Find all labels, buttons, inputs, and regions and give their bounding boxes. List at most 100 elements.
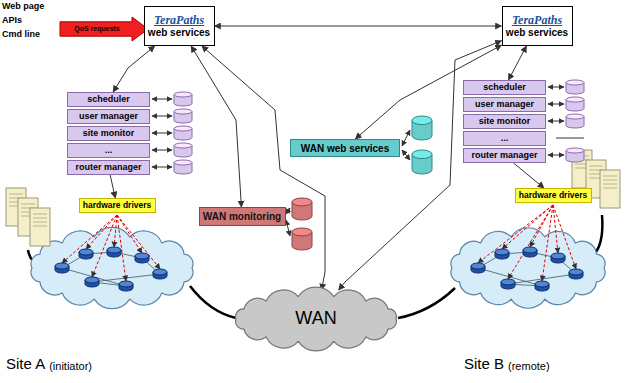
database-cylinder <box>292 198 312 220</box>
wan-cloud: WAN <box>228 290 404 348</box>
connector <box>514 163 544 188</box>
router-link <box>478 268 542 286</box>
module-box: router manager <box>463 148 546 163</box>
node-label: ... <box>105 146 113 156</box>
site-label: (remote) <box>508 360 550 372</box>
router-icon <box>107 247 121 257</box>
connector <box>191 46 241 207</box>
router-icon <box>85 277 99 287</box>
server-icon <box>30 208 50 246</box>
server-icon <box>600 170 620 208</box>
node-label: WAN monitoring <box>203 211 281 222</box>
module-box: scheduler <box>463 80 546 95</box>
node-label: web services <box>506 27 568 38</box>
database-cylinder <box>174 160 192 174</box>
router-link <box>62 268 126 286</box>
placeholder-dash <box>556 138 584 139</box>
node-label: web services <box>148 27 210 38</box>
connector <box>202 46 325 290</box>
module-box: router manager <box>67 160 150 175</box>
node-label: user manager <box>475 100 534 110</box>
link-arrow <box>152 150 172 151</box>
connector <box>113 46 155 92</box>
node-label: site monitor <box>83 129 135 139</box>
database-cylinder <box>412 116 432 140</box>
logo-text: TeraPaths <box>154 14 204 27</box>
database-cylinder <box>174 92 192 106</box>
link-arrow <box>548 121 564 122</box>
connector <box>215 26 502 27</box>
control-line <box>117 215 142 253</box>
database-cylinder <box>566 80 584 94</box>
node-label: user manager <box>79 112 138 122</box>
driver-box: hardware drivers <box>515 188 592 203</box>
database-cylinder <box>566 97 584 111</box>
module-box: user manager <box>67 109 150 124</box>
connector <box>508 46 526 80</box>
link-arrow <box>286 208 290 214</box>
link-arrow <box>402 150 410 160</box>
interface-label: APIs <box>2 16 22 26</box>
wan-link <box>190 286 236 318</box>
driver-box: hardware drivers <box>79 198 156 213</box>
request-arrow: QoS requests <box>60 17 148 41</box>
logo-text: TeraPaths <box>512 14 562 27</box>
site-cloud <box>31 227 193 308</box>
node-label: QoS requests <box>74 25 120 33</box>
module-box: ... <box>463 131 546 146</box>
node-label: scheduler <box>87 95 130 105</box>
site-link <box>596 215 602 252</box>
connector <box>110 175 115 198</box>
site-label: Site B <box>464 356 504 373</box>
router-icon <box>79 249 93 259</box>
database-cylinder <box>174 143 192 157</box>
site-label: (initiator) <box>49 360 92 372</box>
interface-label: Web page <box>2 2 44 12</box>
site-cloud <box>451 228 605 309</box>
database-cylinder <box>174 126 192 140</box>
node-label: router manager <box>471 151 537 161</box>
database-cylinder <box>174 109 192 123</box>
link-arrow <box>548 155 564 156</box>
connector <box>339 41 502 290</box>
router-icon <box>523 247 537 257</box>
link-arrow <box>286 220 290 236</box>
site-label: Site A <box>6 356 45 373</box>
module-box: site monitor <box>463 114 546 129</box>
link-arrow <box>152 116 172 117</box>
node-label: scheduler <box>483 83 526 93</box>
link-arrow <box>152 99 172 100</box>
node-label: router manager <box>75 163 141 173</box>
router-icon <box>135 253 149 263</box>
module-box: scheduler <box>67 92 150 107</box>
service-box: TeraPathsweb services <box>502 6 573 46</box>
arrow-body <box>60 17 148 41</box>
database-cylinder <box>566 114 584 128</box>
module-box: site monitor <box>67 126 150 141</box>
node-label: ... <box>501 134 509 144</box>
control-line <box>86 215 117 249</box>
node-label: WAN web services <box>301 143 389 154</box>
router-icon <box>501 279 515 289</box>
link-arrow <box>548 87 564 88</box>
router-icon <box>153 269 167 279</box>
node-label: hardware drivers <box>519 191 588 200</box>
monitor-box: WAN monitoring <box>199 207 286 226</box>
router-icon <box>535 281 549 291</box>
cloud-body <box>236 287 397 351</box>
link-arrow <box>152 133 172 134</box>
module-box: ... <box>67 143 150 158</box>
router-icon <box>55 263 69 273</box>
control-line <box>478 205 553 263</box>
database-cylinder <box>566 148 584 162</box>
link-arrow <box>152 167 172 168</box>
router-icon <box>495 249 509 259</box>
module-box: user manager <box>463 97 546 112</box>
wan-link <box>398 288 455 318</box>
control-line <box>92 215 117 277</box>
control-line <box>542 205 553 281</box>
database-cylinder <box>412 150 432 174</box>
service-box: TeraPathsweb services <box>144 6 215 46</box>
database-cylinder <box>292 228 312 250</box>
